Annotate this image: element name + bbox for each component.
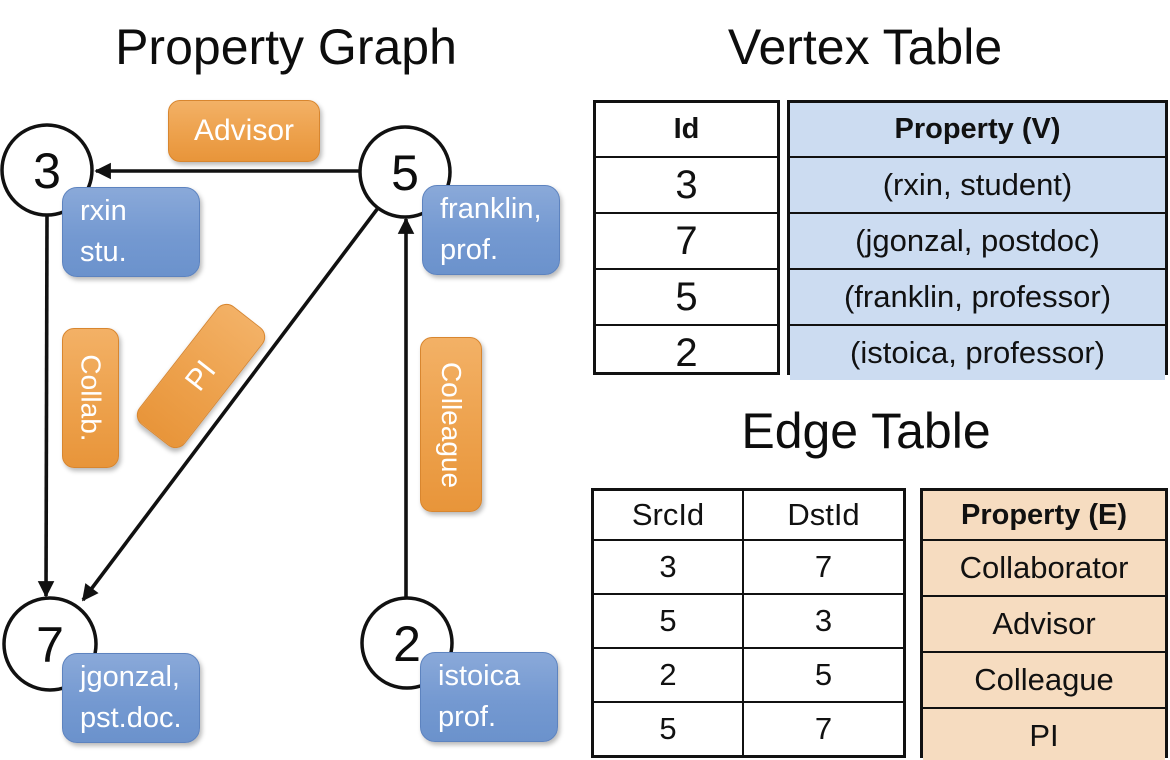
edge-table-cell: 7 [742,701,903,755]
vertex-table-cell: (jgonzal, postdoc) [790,212,1165,268]
node-id-3: 3 [33,143,61,199]
vertex-prop-line: rxin [80,195,127,227]
vertex-table-header-id: Id [673,113,700,145]
vertex-table-cell: (franklin, professor) [790,268,1165,324]
vertex-table-id-column: Id 3 7 5 2 [593,100,780,375]
edge-table-title: Edge Table [741,403,991,459]
edge-table-cell: 5 [594,701,742,755]
edge-pi-5-to-7 [81,206,380,602]
edge-label-colleague: Colleague [420,337,482,512]
vertex-table-header-property: Property (V) [790,103,1165,156]
vertex-table-cell: (istoica, professor) [790,324,1165,380]
node-id-7: 7 [36,617,64,673]
edge-table-header-property: Property (E) [923,491,1165,539]
edge-table-cell: 5 [594,593,742,647]
edge-table-header-srcid: SrcId [631,497,705,532]
node-id-2: 2 [393,616,421,672]
vertex-table-cell: (rxin, student) [790,156,1165,212]
edge-table-cell: Collaborator [923,539,1165,595]
edge-label-advisor: Advisor [168,100,320,162]
vertex-prop-line: istoica [438,660,521,692]
property-graph-title: Property Graph [115,19,457,75]
vertex-table-title: Vertex Table [727,19,1003,75]
edge-label-collab-text: Collab. [75,354,107,442]
vertex-table-cell: 2 [596,324,777,380]
edge-table-cell: Advisor [923,595,1165,651]
vertex-prop-line: franklin, [440,193,542,225]
edge-label-colleague-text: Colleague [436,361,468,488]
vertex-prop-line: pst.doc. [80,702,182,734]
vertex-table-cell: 7 [596,212,777,268]
vertex-prop-box-3: rxin stu. [62,187,200,277]
vertex-prop-box-5: franklin, prof. [422,185,560,275]
edge-table-id-columns: SrcId DstId 3 7 5 3 2 5 5 7 [591,488,906,758]
edge-table-cell: 3 [742,593,903,647]
edge-label-pi-text: PI [178,354,223,398]
vertex-prop-line: stu. [80,236,127,268]
vertex-prop-box-2: istoica prof. [420,652,558,742]
edge-table-cell: 2 [594,647,742,701]
vertex-prop-line: prof. [438,701,497,733]
vertex-prop-box-7: jgonzal, pst.doc. [62,653,200,743]
vertex-table-cell: 3 [596,156,777,212]
edge-table-cell: Colleague [923,651,1165,707]
edge-table-cell: 3 [594,539,742,593]
edge-label-advisor-text: Advisor [193,114,295,147]
edge-table-cell: 5 [742,647,903,701]
edge-collaborator-3-to-7 [37,214,55,598]
edge-table-cell: 7 [742,539,903,593]
edge-table-header-dstid: DstId [742,491,903,539]
vertex-prop-line: jgonzal, [80,661,180,693]
vertex-table-cell: 5 [596,268,777,324]
edge-table-cell: PI [923,707,1165,760]
edge-table-property-column: Property (E) Collaborator Advisor Collea… [920,488,1168,760]
node-id-5: 5 [391,145,419,201]
vertex-table-property-column: Property (V) (rxin, student) (jgonzal, p… [787,100,1168,380]
vertex-prop-line: prof. [440,234,499,266]
edge-label-collab: Collab. [62,328,119,468]
